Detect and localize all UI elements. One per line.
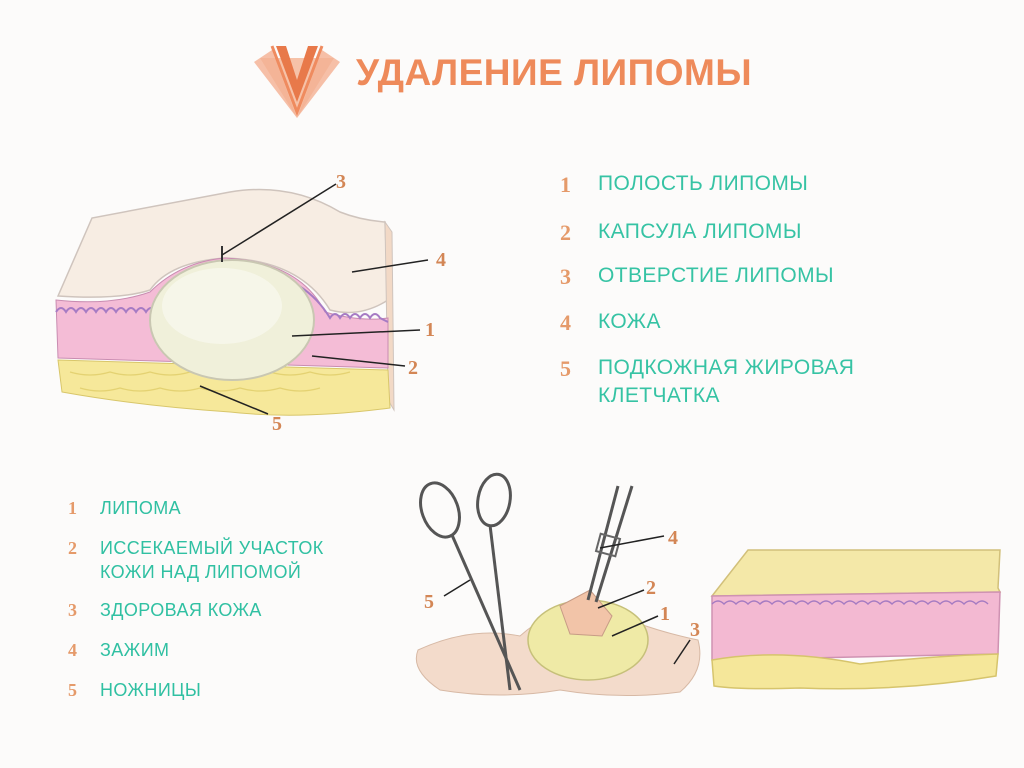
legend-num: 4	[560, 310, 571, 335]
legend-num: 2	[68, 538, 77, 558]
legend-text: НОЖНИЦЫ	[100, 680, 202, 700]
clamp-icon	[586, 485, 634, 603]
diagram-bottom-label-5: 5	[424, 591, 434, 613]
legend-num: 4	[68, 640, 77, 660]
diagram-top-label-2: 2	[408, 357, 418, 379]
diagram-bottom-label-4: 4	[668, 527, 678, 549]
diagram-bottom-label-3: 3	[690, 619, 700, 641]
legend-num: 5	[68, 680, 77, 700]
legend-text: ИССЕКАЕМЫЙ УЧАСТОК	[100, 538, 324, 558]
legend-num: 2	[560, 220, 571, 245]
leader-lines-bottom	[443, 535, 691, 665]
legend-num: 5	[560, 356, 571, 381]
diagram-bottom-label-2: 2	[646, 577, 656, 599]
diagram-top-label-3: 3	[336, 171, 346, 193]
legend-text: ОТВЕРСТИЕ ЛИПОМЫ	[598, 264, 834, 287]
logo	[252, 40, 342, 125]
scissors-icon	[419, 472, 522, 691]
legend-text: ЛИПОМА	[100, 498, 182, 518]
legend-text: ЗАЖИМ	[100, 640, 170, 660]
leader-lines-top	[199, 183, 429, 415]
diagram-top-label-4: 4	[436, 249, 446, 271]
diagram-top-label-5: 5	[272, 413, 282, 435]
legend-text: КЛЕТЧАТКА	[598, 384, 720, 407]
diagram-top-label-1: 1	[425, 319, 435, 341]
legend-text: ПОДКОЖНАЯ ЖИРОВАЯ	[598, 356, 855, 379]
legend-num: 3	[68, 600, 77, 620]
legend-num: 1	[560, 172, 571, 197]
surgery-illustration	[415, 472, 1002, 697]
page-title: УДАЛЕНИЕ ЛИПОМЫ	[356, 52, 753, 93]
legend-text: КОЖИ НАД ЛИПОМОЙ	[100, 562, 302, 582]
legend-num: 3	[560, 264, 571, 289]
legend-text: ПОЛОСТЬ ЛИПОМЫ	[598, 172, 809, 195]
legend-text: ЗДОРОВАЯ КОЖА	[100, 600, 262, 620]
diagram-bottom-label-1: 1	[660, 603, 670, 625]
skin-cross-section	[55, 188, 395, 416]
legend-text: КАПСУЛА ЛИПОМЫ	[598, 220, 802, 243]
logo-v-icon	[254, 45, 340, 118]
legend-num: 1	[68, 498, 77, 518]
legend-text: КОЖА	[598, 310, 661, 333]
